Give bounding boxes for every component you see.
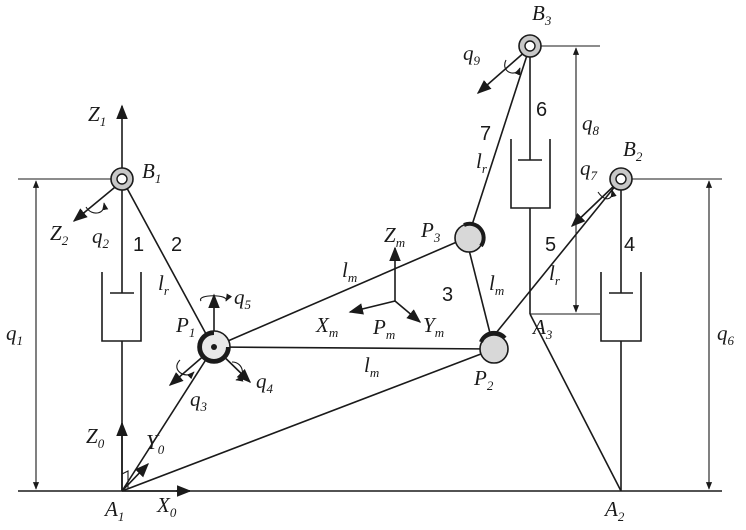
link-number-5: 5 [545, 234, 556, 256]
label-q2: q2 [92, 224, 110, 251]
dimension-q6 [622, 178, 722, 490]
link-5 [495, 178, 622, 334]
rotation-q7 [597, 189, 617, 200]
joint-P3 [454, 221, 486, 253]
link-A1-P1 [121, 346, 215, 492]
link-2 [121, 178, 213, 346]
label-lm-mid: lm [364, 353, 379, 380]
base-frame [116, 421, 192, 497]
label-q5: q5 [234, 285, 252, 312]
label-Ym: Ym [423, 313, 444, 340]
label-q6: q6 [717, 321, 735, 348]
label-lr-left: lr [158, 271, 170, 298]
label-A3: A3 [531, 315, 553, 342]
label-lr-top: lr [476, 149, 488, 176]
platform-frame [348, 246, 422, 323]
dimension-q1 [18, 178, 120, 490]
label-lm-right: lm [489, 271, 504, 298]
label-P3: P3 [420, 218, 441, 245]
actuator-6 [510, 46, 551, 314]
moving-platform [213, 237, 495, 350]
rotation-q9 [504, 59, 521, 76]
dimension-q8 [530, 45, 600, 315]
label-Xm: Xm [315, 313, 338, 340]
link-number-7: 7 [480, 123, 491, 145]
label-q9: q9 [463, 41, 481, 68]
label-P1: P1 [175, 313, 195, 340]
label-q4: q4 [256, 369, 274, 396]
label-q3: q3 [190, 387, 208, 414]
axis-z2 [72, 182, 121, 222]
label-q8: q8 [582, 111, 600, 138]
label-lr-right: lr [549, 261, 561, 288]
label-A2: A2 [603, 497, 625, 524]
link-A3-A2 [529, 313, 622, 492]
label-Z0: Z0 [86, 424, 105, 451]
label-q7: q7 [580, 156, 598, 183]
label-Zm: Zm [384, 223, 405, 250]
joint-P1 [197, 330, 231, 364]
link-number-3: 3 [442, 284, 453, 306]
joint-B1 [110, 167, 134, 191]
label-Y0: Y0 [146, 430, 165, 457]
label-q1: q1 [6, 321, 23, 348]
label-lm-top: lm [342, 258, 357, 285]
label-A1: A1 [103, 497, 124, 524]
link-number-6: 6 [536, 99, 547, 121]
label-Z2: Z2 [50, 221, 69, 248]
link-number-1: 1 [133, 234, 144, 256]
label-Pm: Pm [372, 315, 395, 342]
axis-b3 [476, 49, 528, 94]
link-number-2: 2 [171, 234, 182, 256]
link-7 [471, 45, 531, 226]
label-P2: P2 [473, 366, 494, 393]
label-Z1: Z1 [88, 102, 106, 129]
axis-b2 [570, 181, 619, 227]
label-B1: B1 [142, 159, 161, 186]
joint-P2 [479, 330, 509, 364]
actuator-4 [600, 179, 642, 491]
rotation-q2 [85, 202, 109, 214]
label-B3: B3 [532, 1, 552, 28]
link-number-4: 4 [624, 234, 635, 256]
link-A1-P2 [121, 348, 495, 492]
label-B2: B2 [623, 137, 643, 164]
joint-B2 [609, 167, 633, 191]
joint-B3 [518, 34, 542, 58]
label-X0: X0 [156, 493, 177, 520]
